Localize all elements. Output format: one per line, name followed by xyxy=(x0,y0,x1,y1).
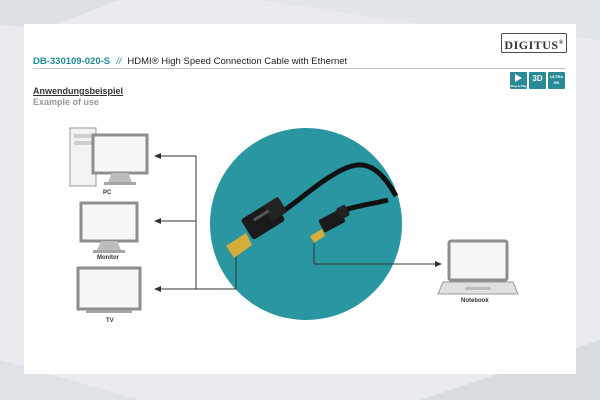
product-description: HDMI® High Speed Connection Cable with E… xyxy=(127,56,348,67)
cable-highlight-circle xyxy=(210,128,402,320)
ultra-hd-icon: ULTRA HD xyxy=(548,72,565,89)
pc-label: PC xyxy=(103,190,112,196)
product-code: DB-330109-020-S xyxy=(33,56,111,67)
section-subheading: Example of use xyxy=(33,97,100,107)
notebook-illustration xyxy=(437,239,519,295)
play-icon: Plug & Play xyxy=(510,72,527,89)
title-bar: DB-330109-020-S // HDMI® High Speed Connec… xyxy=(33,56,347,67)
arrowheads xyxy=(154,153,442,292)
tv-label: TV xyxy=(106,318,114,324)
connection-lines xyxy=(160,155,436,290)
hdmi-cable xyxy=(226,162,399,258)
monitor-illustration xyxy=(79,201,139,253)
header-divider xyxy=(33,68,566,69)
notebook-label: Notebook xyxy=(461,298,489,304)
tv-illustration xyxy=(76,266,142,313)
3d-icon: 3D xyxy=(529,72,546,89)
digitus-logo: DIGITUS® xyxy=(501,33,567,53)
feature-badges: Plug & Play 3D ULTRA HD xyxy=(510,72,565,89)
hdmi-plug xyxy=(226,197,287,258)
pc-illustration xyxy=(69,127,149,187)
micro-hdmi-plug xyxy=(310,205,350,243)
section-heading: Anwendungsbeispiel xyxy=(33,86,124,96)
title-separator: // xyxy=(116,56,122,67)
monitor-label: Monitor xyxy=(97,255,119,261)
